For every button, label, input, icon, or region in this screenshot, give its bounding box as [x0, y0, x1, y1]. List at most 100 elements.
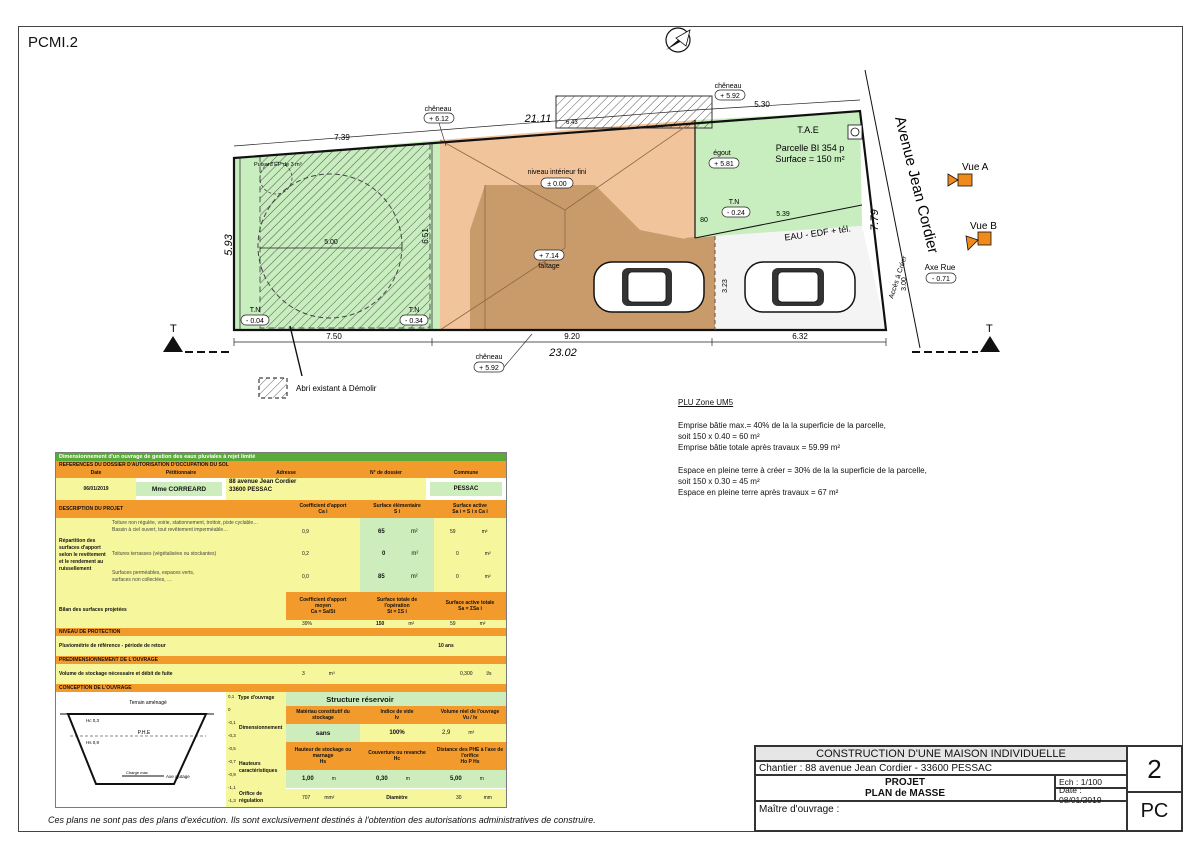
svg-text:Charge max: Charge max: [126, 770, 148, 775]
vue-a-label: Vue A: [962, 162, 989, 173]
schema-tick-label: -1,3: [228, 798, 236, 803]
col-header: Commune: [426, 468, 506, 478]
svg-text:P.H.E: P.H.E: [138, 730, 151, 736]
sheet-label: PCMI.2: [28, 34, 79, 51]
plu-line: soit 150 x 0.40 = 60 m²: [678, 432, 760, 441]
dim-bottom-left: 7.50: [326, 332, 342, 341]
plu-line: Espace en pleine terre à créer = 30% de …: [678, 466, 927, 475]
plu-notes: PLU Zone UM5 Emprise bâtie max.= 40% de …: [678, 397, 1008, 498]
tb-chantier: Chantier : 88 avenue Jean Cordier - 3360…: [755, 761, 1127, 775]
tn-right-value: - 0.24: [727, 210, 745, 217]
puisard-label: Puisard EP de 3 m³: [254, 162, 302, 168]
tn-label: T.N: [409, 307, 420, 314]
tb-date: Date : 08/01/2019: [1055, 785, 1127, 805]
section-marker-left: T: [163, 323, 232, 353]
schema-tick-label: -0,5: [228, 746, 236, 751]
tn-label: T.N: [250, 307, 261, 314]
schema-tick-label: 0,1: [228, 694, 235, 699]
disclaimer: Ces plans ne sont pas des plans d'exécut…: [48, 815, 596, 825]
col-header: N° de dossier: [346, 468, 426, 478]
dim-right-height: 7.79: [869, 209, 881, 230]
front-garden: [695, 111, 862, 238]
mat-header: Matériau constitutif du stockage: [286, 706, 360, 724]
faitage-label: faîtage: [538, 263, 560, 270]
axe-rue-value: - 0.71: [932, 276, 950, 283]
col-header: Date: [56, 468, 136, 478]
site-plan: 5.00 Puisard EP de 3 m³ 7.39 21.11 6.43 …: [163, 27, 1000, 399]
svg-text:Hc 0,3: Hc 0,3: [86, 718, 100, 723]
parcelle-label: Parcelle BI 354 p: [776, 143, 845, 153]
cheneau-1-value: + 6.12: [429, 116, 449, 123]
plu-title: PLU Zone UM5: [678, 398, 734, 407]
tb-ech: Ech : 1/100: [1055, 775, 1127, 788]
car-icon: [744, 261, 856, 313]
dim-539: 5.39: [776, 211, 790, 218]
cheneau-label: chêneau: [476, 354, 503, 361]
parcel-outline: [232, 109, 888, 332]
legend-swatch: [258, 377, 288, 399]
dim-bottom-total: 23.02: [548, 347, 577, 359]
tn-left-value: - 0.04: [246, 318, 264, 325]
camera-icon: [947, 173, 973, 187]
cm-value: 39%: [286, 620, 360, 628]
schema-tick-label: -0,1: [228, 720, 236, 725]
schema-tick-label: -1,1: [228, 785, 236, 790]
axe-rue-label: Axe Rue: [925, 263, 956, 272]
surface-label: Surface = 150 m²: [775, 154, 844, 164]
cheneau-label: chêneau: [425, 106, 452, 113]
plu-line: Emprise bâtie totale après travaux = 59.…: [678, 443, 841, 452]
dim-left-height: 5.93: [223, 233, 235, 255]
type-value: Structure réservoir: [286, 692, 434, 706]
tb-pc: PC: [1127, 792, 1182, 831]
tn-label: T.N: [729, 199, 740, 206]
section-header: REFERENCES DU DOSSIER D'AUTORISATION D'O…: [56, 461, 506, 468]
schema-tick-label: -0,9: [228, 772, 236, 777]
plu-line: Emprise bâtie max.= 40% de la la superfi…: [678, 421, 886, 430]
svg-text:Terrain aménagé: Terrain aménagé: [129, 700, 167, 706]
diam-label: Diamètre: [360, 789, 434, 807]
cheneau-3-value: + 5.92: [479, 365, 499, 372]
svg-text:Hs 0,9: Hs 0,9: [86, 740, 100, 745]
section-marker-right: T: [912, 323, 1000, 353]
row2-coef: 0,2: [286, 546, 360, 562]
cistern-circle: [257, 173, 403, 319]
pluvio-value: 10 ans: [286, 636, 506, 656]
hatched-shed-area: [259, 143, 431, 329]
tn-mid-value: - 0.34: [405, 318, 423, 325]
dim-top-right: 5.30: [754, 100, 770, 109]
repart-label: Répartition des surfaces d'apport selon …: [56, 518, 108, 592]
row3-coef: 0,0: [286, 562, 360, 592]
col-header: Pétitionnaire: [136, 468, 226, 478]
egout-label: égout: [713, 150, 731, 157]
orif-label: Orifice de régulation: [236, 789, 286, 807]
niveau-label: niveau intérieur fini: [528, 169, 587, 176]
dim-80: 80: [700, 217, 708, 224]
dim-300: 3.00: [901, 277, 908, 291]
stormwater-table: Dimensionnement d'un ouvrage de gestion …: [55, 452, 507, 808]
date-value: 06/01/2019: [56, 478, 136, 500]
section-header: PREDIMENSIONNEMENT DE L'OUVRAGE: [56, 656, 506, 664]
